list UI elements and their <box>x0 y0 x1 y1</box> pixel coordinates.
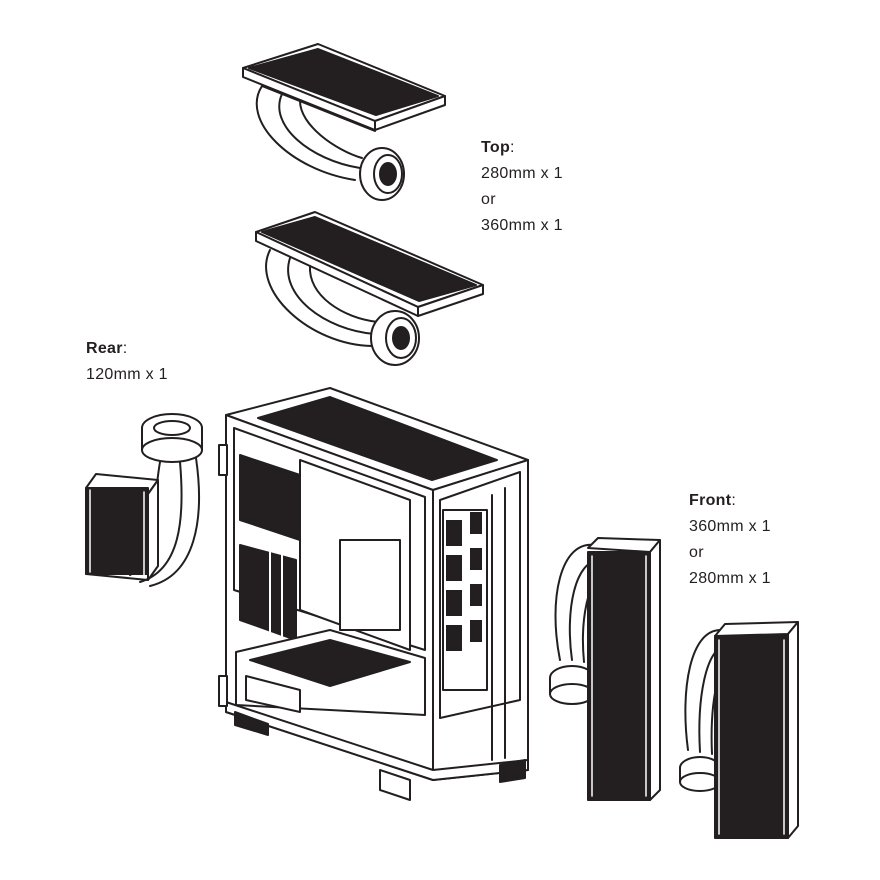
chassis-case <box>218 387 529 801</box>
label-rear: Rear: 120mm x 1 <box>86 336 168 388</box>
label-front-or: or <box>689 544 704 561</box>
top-radiator-360 <box>255 211 484 366</box>
label-rear-heading: Rear <box>86 340 123 357</box>
label-top-option-2: 360mm x 1 <box>481 217 563 234</box>
top-radiator-280 <box>242 43 446 201</box>
front-radiator-280 <box>679 621 799 839</box>
label-top: Top: 280mm x 1 or 360mm x 1 <box>481 135 563 239</box>
rear-radiator-120 <box>85 413 203 587</box>
label-rear-option-1: 120mm x 1 <box>86 366 168 383</box>
label-top-or: or <box>481 191 496 208</box>
label-front-option-2: 280mm x 1 <box>689 570 771 587</box>
label-front: Front: 360mm x 1 or 280mm x 1 <box>689 488 771 592</box>
label-front-option-1: 360mm x 1 <box>689 518 771 535</box>
label-top-option-1: 280mm x 1 <box>481 165 563 182</box>
label-front-heading: Front <box>689 492 732 509</box>
front-radiator-360 <box>549 537 661 801</box>
label-top-heading: Top <box>481 139 511 156</box>
